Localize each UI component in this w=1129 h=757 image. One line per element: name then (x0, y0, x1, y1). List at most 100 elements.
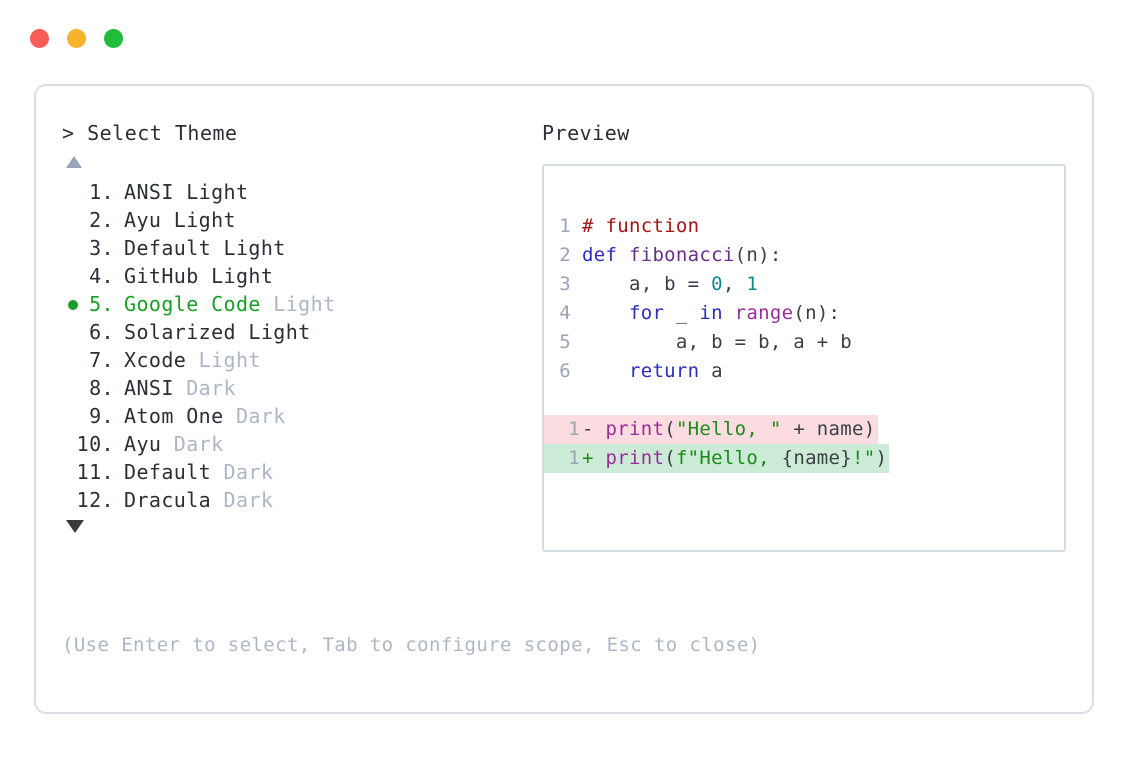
theme-list-item[interactable]: 1. ANSI Light (62, 178, 532, 206)
code-token: print (605, 447, 665, 469)
code-token: , (722, 273, 747, 295)
theme-item-number: 5. (76, 292, 114, 316)
line-number: 1 (544, 444, 582, 473)
theme-list-item[interactable]: 6.Solarized Light (62, 318, 532, 346)
theme-list-item[interactable]: 3. Default Light (62, 234, 532, 262)
line-number: 5 (559, 331, 571, 353)
theme-list-item[interactable]: 7.Xcode Light (62, 346, 532, 374)
maximize-button[interactable] (104, 29, 123, 48)
theme-list-item[interactable]: 2. Ayu Light (62, 206, 532, 234)
theme-list-item[interactable]: 5. Google Code Light (62, 290, 532, 318)
preview-label: Preview (542, 121, 630, 145)
theme-item-name: Atom One (124, 404, 224, 428)
code-line: 1# function (544, 212, 1064, 241)
code-token: {name} (781, 447, 853, 469)
code-token: # function (582, 215, 700, 237)
code-token: 1 (746, 273, 759, 295)
code-line-text: + print(f"Hello, {name}!") (582, 444, 890, 473)
theme-list-item[interactable]: 8.ANSI Dark (62, 374, 532, 402)
theme-item-variant: Light (198, 264, 274, 288)
theme-item-number: 9. (76, 404, 114, 428)
theme-item-number: 10. (76, 432, 114, 456)
theme-item-number: 11. (76, 460, 114, 484)
theme-list-item[interactable]: 4.GitHub Light (62, 262, 532, 290)
theme-item-number: 8. (76, 376, 114, 400)
code-token (582, 302, 629, 324)
theme-list-panel: > Select Theme 1.ANSI Light 2.Ayu Light … (62, 118, 532, 533)
code-token: a (699, 360, 723, 382)
code-token: a, b = (582, 273, 712, 295)
scroll-up-icon[interactable] (66, 156, 82, 168)
line-number: 4 (559, 302, 571, 324)
theme-item-number: 6. (76, 320, 114, 344)
code-line-text: a, b = 0, 1 (582, 270, 758, 299)
code-line-text: for _ in range(n): (582, 299, 840, 328)
theme-item-number: 1. (76, 180, 114, 204)
theme-item-number: 12. (76, 488, 114, 512)
theme-item-variant: Dark (173, 376, 236, 400)
scroll-down-icon[interactable] (66, 520, 84, 533)
minimize-button[interactable] (67, 29, 86, 48)
theme-list-item[interactable]: 9. Atom One Dark (62, 402, 532, 430)
theme-list[interactable]: 1. ANSI Light 2. Ayu Light 3. Default Light… (62, 178, 532, 514)
line-number: 3 (559, 273, 571, 295)
theme-list-item[interactable]: 10.Ayu Dark (62, 430, 532, 458)
code-token: ( (664, 418, 676, 440)
theme-item-name: Xcode (124, 348, 187, 372)
code-line: 6 return a (544, 357, 1064, 386)
code-token: + name) (781, 418, 876, 440)
code-token: fibonacci (628, 244, 735, 266)
diff-marker: + (582, 447, 606, 469)
theme-item-number: 2. (76, 208, 114, 232)
theme-item-variant: Light (186, 348, 261, 372)
theme-item-variant: Light (211, 236, 286, 260)
code-token: a, b = b, a + b (582, 331, 852, 353)
line-number: 6 (559, 360, 571, 382)
code-token: 0 (711, 273, 723, 295)
theme-item-name: Google Code (124, 292, 261, 316)
line-number: 1 (544, 415, 582, 444)
theme-item-name: Default (124, 460, 212, 484)
code-token: def (582, 244, 629, 266)
theme-list-item[interactable]: 11. Default Dark (62, 458, 532, 486)
code-line: 3 a, b = 0, 1 (544, 270, 1064, 299)
code-token: (n): (793, 302, 841, 324)
code-line-text: - print("Hello, " + name) (582, 415, 878, 444)
code-token: in (699, 302, 723, 324)
code-line: 4 for _ in range(n): (544, 299, 1064, 328)
close-button[interactable] (30, 29, 49, 48)
theme-item-name: Ayu (124, 432, 162, 456)
theme-list-item[interactable]: 12. Dracula Dark (62, 486, 532, 514)
theme-item-name: Dracula (124, 488, 212, 512)
code-line: 2 def fibonacci(n): (544, 241, 1064, 270)
code-token: for (628, 302, 665, 324)
theme-item-variant: Dark (211, 488, 274, 512)
theme-item-variant: Light (260, 292, 336, 316)
selected-bullet-icon (68, 300, 78, 310)
theme-item-variant: Dark (211, 460, 274, 484)
code-token: return (628, 360, 700, 382)
window-controls (30, 29, 123, 48)
code-token: ( (664, 447, 676, 469)
theme-item-variant: Light (173, 180, 249, 204)
code-token: !" (852, 447, 876, 469)
theme-item-name: Ayu (124, 208, 162, 232)
theme-item-variant: Dark (223, 404, 286, 428)
code-token: f"Hello, (675, 447, 782, 469)
theme-item-number: 3. (76, 236, 114, 260)
theme-item-name: GitHub (124, 264, 199, 288)
code-token: ) (875, 447, 888, 469)
code-token: "Hello, " (675, 418, 782, 440)
code-token: (n): (734, 244, 782, 266)
theme-item-variant: Light (161, 208, 236, 232)
code-token: range (734, 302, 794, 324)
theme-item-name: ANSI (124, 180, 174, 204)
theme-picker-card: > Select Theme 1.ANSI Light 2.Ayu Light … (34, 84, 1094, 714)
line-number: 2 (559, 244, 571, 266)
keyboard-hint: (Use Enter to select, Tab to configure s… (62, 634, 761, 656)
code-token: _ (664, 302, 700, 324)
theme-item-name: Default (124, 236, 212, 260)
code-line-text: def fibonacci(n): (582, 241, 782, 270)
